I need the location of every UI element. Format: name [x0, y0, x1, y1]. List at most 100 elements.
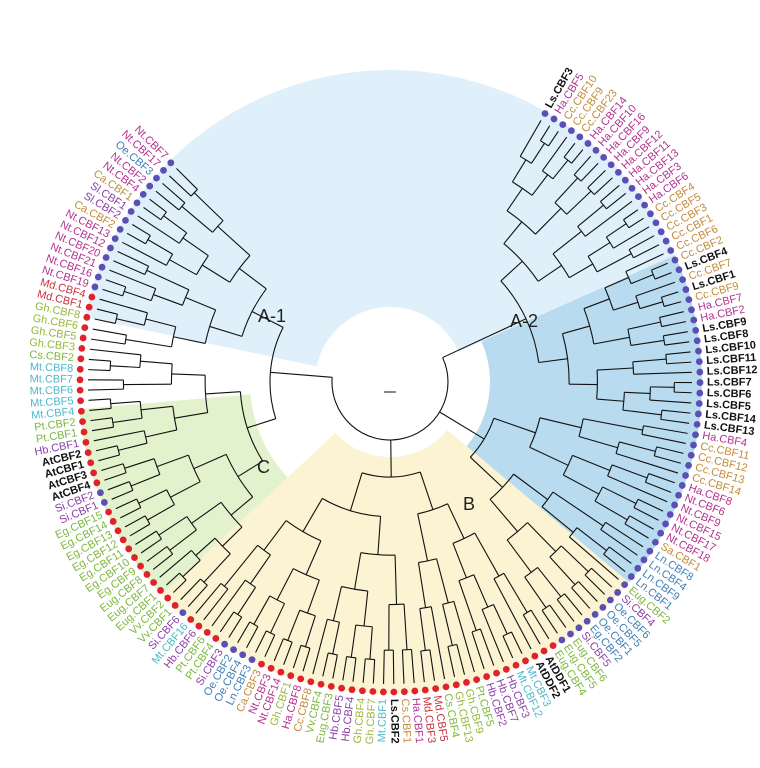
leaf-dot — [657, 529, 665, 537]
tree-branch — [562, 325, 590, 335]
tree-branch — [382, 650, 385, 684]
leaf-dot — [127, 208, 135, 215]
tree-branch — [273, 638, 284, 662]
tree-branch — [116, 318, 145, 326]
leaf-dot — [696, 389, 704, 397]
leaf-dot — [109, 518, 117, 525]
tree-arc — [660, 297, 665, 307]
tree-branch — [401, 649, 405, 684]
tree-arc — [512, 181, 533, 196]
tree-arc — [568, 527, 578, 538]
tree-arc — [519, 155, 532, 164]
leaf-dot — [693, 337, 701, 345]
tree-branch — [511, 159, 527, 183]
leaf-dot — [599, 603, 607, 611]
tree-branch — [169, 529, 197, 551]
tree-arc — [220, 583, 229, 590]
tree-branch — [479, 628, 495, 666]
leaf-dot — [627, 573, 635, 580]
tree-branch — [493, 578, 532, 650]
leaf-dot — [452, 681, 460, 689]
leaf-dot — [651, 538, 659, 546]
tree-arc — [506, 210, 536, 235]
tree-branch — [168, 175, 192, 197]
tree-branch — [563, 142, 576, 158]
tree-arc — [233, 611, 243, 618]
tree-arc — [145, 235, 151, 245]
leaf-dot — [688, 306, 695, 314]
tree-branch — [572, 454, 611, 471]
tree-branch — [593, 177, 613, 195]
tree-arc — [355, 624, 373, 628]
leaf-dot — [628, 184, 636, 192]
tree-arc — [109, 398, 112, 409]
tree-branch — [125, 338, 172, 348]
tree-branch — [255, 630, 267, 653]
tree-branch — [171, 373, 206, 376]
leaf-dot — [258, 660, 265, 668]
tree-branch — [584, 574, 606, 595]
tree-arc — [257, 544, 271, 556]
tree-arc — [269, 595, 285, 605]
tree-arc — [300, 644, 311, 649]
tree-branch — [527, 522, 557, 552]
tree-branch — [456, 644, 466, 675]
clade-label-a2: A-2 — [510, 311, 538, 331]
tree-branch — [556, 599, 575, 622]
leaf-label: Ls.CBF5 — [706, 398, 751, 413]
leaf-label: Cs.CBF1 — [399, 698, 413, 743]
tree-arc — [144, 266, 150, 275]
tree-arc — [563, 156, 572, 164]
tree-branch — [182, 559, 201, 578]
tree-branch — [203, 553, 231, 583]
tree-branch — [654, 272, 672, 280]
tree-branch — [350, 624, 357, 658]
leaf-label: Pt.CBF2 — [34, 416, 77, 433]
leaf-dot — [125, 545, 133, 553]
tree-arc — [181, 289, 190, 306]
tree-arc — [299, 609, 316, 617]
tree-arc — [577, 226, 586, 237]
tree-arc — [191, 550, 201, 561]
leaf-dot — [88, 293, 96, 301]
leaf-dot — [87, 459, 95, 467]
leaf-dot — [687, 451, 695, 459]
tree-arc — [442, 600, 454, 605]
tree-branch — [531, 174, 549, 196]
tree-branch — [322, 652, 329, 677]
tree-branch — [489, 498, 519, 532]
tree-branch — [554, 177, 579, 204]
tree-branch — [563, 474, 600, 495]
leaf-dot — [221, 640, 229, 648]
tree-branch — [113, 260, 146, 276]
tree-branch — [253, 595, 271, 625]
tree-branch — [605, 521, 644, 548]
leaf-dot — [592, 146, 600, 154]
tree-branch — [510, 631, 523, 654]
leaf-dot — [327, 682, 335, 690]
tree-branch — [156, 454, 189, 468]
tree-branch — [624, 523, 649, 539]
tree-branch — [666, 361, 692, 365]
tree-branch — [237, 460, 264, 478]
tree-branch — [149, 198, 167, 213]
tree-branch — [587, 169, 606, 189]
leaf-label: Mt.CBF5 — [30, 395, 74, 410]
tree-branch — [110, 365, 140, 369]
leaf-dot — [696, 379, 704, 386]
tree-branch — [124, 458, 155, 469]
tree-branch — [573, 155, 592, 176]
leaf-dot — [379, 688, 387, 696]
leaf-dot — [107, 244, 114, 252]
tree-arc — [665, 354, 668, 364]
tree-branch — [549, 604, 567, 628]
leaf-dot — [666, 511, 674, 518]
tree-arc — [502, 631, 512, 637]
tree-branch — [531, 142, 545, 164]
tree-branch — [349, 472, 363, 511]
leaf-dot — [359, 687, 366, 695]
tree-branch — [173, 579, 187, 593]
tree-branch — [270, 603, 286, 634]
tree-branch — [91, 426, 114, 432]
tree-branch — [597, 367, 634, 371]
